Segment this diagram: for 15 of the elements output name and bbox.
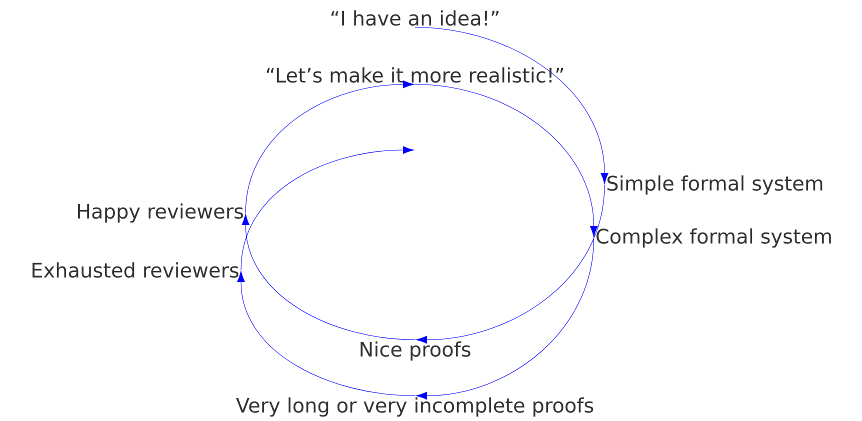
label-text: Happy reviewers bbox=[78, 203, 243, 223]
label-text: Simple formal system bbox=[607, 175, 822, 195]
label-text: Complex formal system bbox=[596, 228, 831, 248]
arrow bbox=[240, 146, 414, 270]
label-text: Very long or very incomplete proofs bbox=[236, 397, 594, 417]
label-text: Nice proofs bbox=[360, 341, 470, 361]
label-text: “I have an idea!” bbox=[331, 10, 498, 26]
arrow bbox=[237, 270, 416, 396]
arrow bbox=[416, 184, 605, 344]
arrow bbox=[242, 214, 416, 340]
arrow bbox=[416, 238, 594, 400]
label-text: Exhausted reviewers bbox=[32, 262, 238, 278]
arrow bbox=[245, 80, 414, 214]
arrow bbox=[414, 27, 608, 184]
arrow bbox=[414, 84, 598, 238]
